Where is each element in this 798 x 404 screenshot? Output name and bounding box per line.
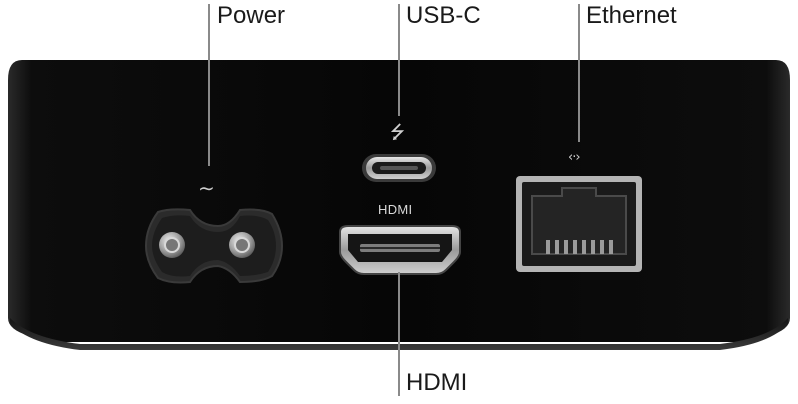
hdmi-callout-label: HDMI xyxy=(406,369,468,396)
hdmi-port xyxy=(339,225,461,275)
usb-icon: ⭍ xyxy=(390,122,405,143)
usb-c-leader-line xyxy=(398,4,400,116)
usb-c-callout-label: USB-C xyxy=(406,2,481,29)
power-port xyxy=(144,208,284,284)
device-bottom-edge xyxy=(10,318,788,350)
ethernet-port xyxy=(516,176,642,272)
hdmi-leader-line xyxy=(398,272,400,396)
ethernet-callout-label: Ethernet xyxy=(586,2,677,29)
usb-c-port xyxy=(362,154,436,182)
ethernet-contacts xyxy=(546,240,613,254)
ethernet-icon: ‹·› xyxy=(568,150,580,165)
power-leader-line xyxy=(208,4,210,166)
power-callout-label: Power xyxy=(217,2,286,29)
ac-power-icon: ∼ xyxy=(198,176,215,200)
ethernet-leader-line xyxy=(578,4,580,142)
hdmi-port-caption: HDMI xyxy=(378,202,413,217)
